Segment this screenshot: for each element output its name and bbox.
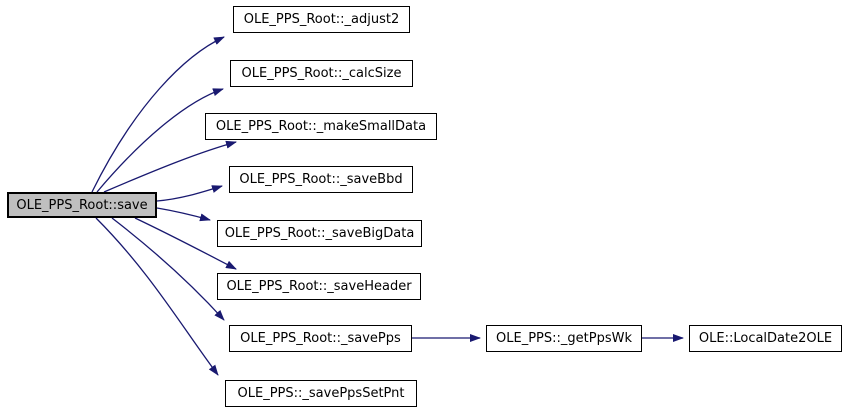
edge-save-to-saveheader — [134, 217, 237, 270]
edge-save-to-savebbd — [156, 185, 223, 202]
node-ole-pps-root-calcsize[interactable]: OLE_PPS_Root::_calcSize — [230, 60, 413, 87]
node-ole-localdate2ole[interactable]: OLE::LocalDate2OLE — [689, 325, 842, 352]
node-ole-pps-saveppssetpnt[interactable]: OLE_PPS::_savePpsSetPnt — [225, 380, 417, 407]
node-ole-pps-root-adjust2[interactable]: OLE_PPS_Root::_adjust2 — [233, 6, 410, 33]
node-ole-pps-root-makesmalldata[interactable]: OLE_PPS_Root::_makeSmallData — [205, 113, 437, 140]
node-ole-pps-root-saveheader[interactable]: OLE_PPS_Root::_saveHeader — [217, 273, 421, 300]
edge-save-to-savepps — [111, 217, 225, 321]
node-ole-pps-root-savebigdata[interactable]: OLE_PPS_Root::_saveBigData — [217, 220, 422, 247]
edge-save-to-calcsize — [96, 88, 224, 193]
edge-save-to-savebigdata — [156, 207, 211, 222]
edge-save-to-adjust2 — [91, 36, 225, 193]
edge-save-to-makesmalldata — [103, 140, 237, 193]
node-ole-pps-getppswk[interactable]: OLE_PPS::_getPpsWk — [486, 325, 642, 352]
node-ole-pps-root-savebbd[interactable]: OLE_PPS_Root::_saveBbd — [229, 166, 413, 193]
edge-save-to-saveppssetpnt — [95, 217, 219, 376]
node-ole-pps-root-savepps[interactable]: OLE_PPS_Root::_savePps — [229, 325, 412, 352]
node-ole-pps-root-save[interactable]: OLE_PPS_Root::save — [7, 192, 157, 218]
